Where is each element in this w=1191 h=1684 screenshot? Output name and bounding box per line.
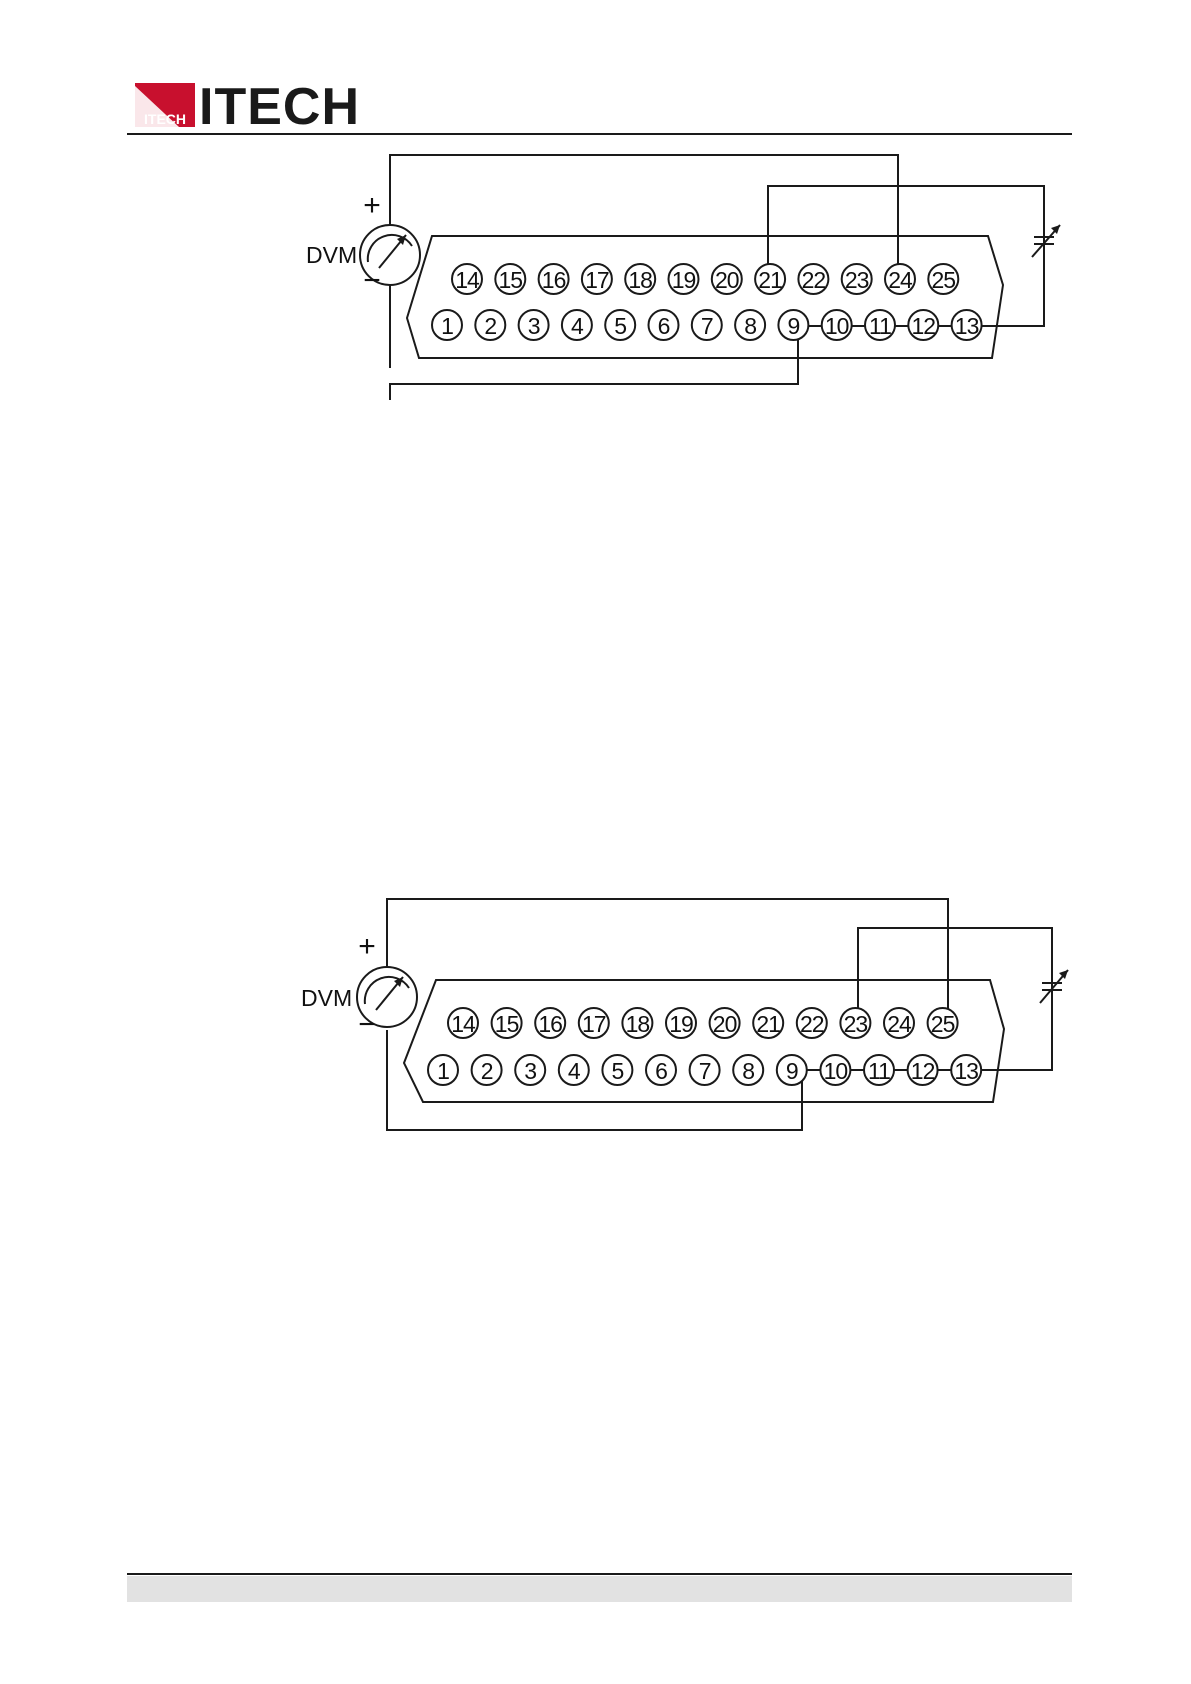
pin-21-label: 21: [756, 1011, 780, 1037]
pin-4-label: 4: [568, 1058, 581, 1084]
pin-9-label: 9: [788, 313, 800, 339]
itech-logo: ITECH ITECH: [127, 80, 387, 133]
pin-23-label: 23: [844, 1011, 868, 1037]
pin-4-label: 4: [571, 313, 584, 339]
pin-19-label: 19: [672, 267, 696, 293]
brand-name: ITECH: [199, 80, 360, 133]
pin-15-label: 15: [499, 267, 523, 293]
dvm-plus-sign: +: [363, 189, 381, 222]
pin-24-label: 24: [888, 267, 913, 293]
pin-15-label: 15: [495, 1011, 519, 1037]
pin-25-label: 25: [931, 1011, 955, 1037]
dvm-minus-sign: −: [358, 1008, 376, 1041]
pin-14-label: 14: [451, 1011, 476, 1037]
pin-24-label: 24: [887, 1011, 912, 1037]
pin-11-label: 11: [868, 1058, 890, 1084]
pin-7-label: 7: [701, 313, 713, 339]
dvm-plus-sign: +: [358, 930, 376, 963]
dvm-label: DVM: [306, 242, 357, 268]
pin-10-label: 10: [824, 1058, 848, 1084]
pin-18-label: 18: [628, 267, 652, 293]
footer-rule: [127, 1573, 1072, 1575]
pin-12-label: 12: [912, 313, 936, 339]
pin-6-label: 6: [655, 1058, 667, 1084]
pin-3-label: 3: [528, 313, 540, 339]
pin-2-label: 2: [484, 313, 496, 339]
pin-16-label: 16: [542, 267, 566, 293]
pin-17-label: 17: [582, 1011, 606, 1037]
pin-10-label: 10: [825, 313, 849, 339]
page-header: ITECH ITECH: [127, 80, 1072, 133]
dvm-label: DVM: [301, 985, 352, 1011]
pin-7-label: 7: [699, 1058, 711, 1084]
pin-19-label: 19: [669, 1011, 693, 1037]
variable-load-icon: [1032, 186, 1060, 326]
pin-20-label: 20: [715, 267, 739, 293]
pin-5-label: 5: [614, 313, 626, 339]
pin-6-label: 6: [658, 313, 670, 339]
pin-1-label: 1: [437, 1058, 449, 1084]
pin-5-label: 5: [612, 1058, 624, 1084]
pin-9-label: 9: [786, 1058, 798, 1084]
pin-14-label: 14: [455, 267, 480, 293]
pin-18-label: 18: [626, 1011, 650, 1037]
pin-22-label: 22: [802, 267, 826, 293]
pin-13-label: 13: [954, 1058, 978, 1084]
pin-11-label: 11: [869, 313, 891, 339]
pin-8-label: 8: [744, 313, 756, 339]
pin-22-label: 22: [800, 1011, 824, 1037]
footer-band: [127, 1576, 1072, 1602]
pin-25-label: 25: [932, 267, 956, 293]
pin-13-label: 13: [955, 313, 979, 339]
pin-2-label: 2: [481, 1058, 493, 1084]
pin-17-label: 17: [585, 267, 609, 293]
header-rule: [127, 133, 1072, 135]
dvm-minus-sign: −: [363, 264, 381, 297]
pin-23-label: 23: [845, 267, 869, 293]
pin-12-label: 12: [911, 1058, 935, 1084]
pin-3-label: 3: [524, 1058, 536, 1084]
pin-21-label: 21: [758, 267, 782, 293]
pin-1-label: 1: [441, 313, 453, 339]
pin-8-label: 8: [742, 1058, 754, 1084]
variable-load-icon: [1040, 928, 1068, 1070]
pin-20-label: 20: [713, 1011, 737, 1037]
logo-mark-text: ITECH: [144, 111, 186, 127]
pin-16-label: 16: [538, 1011, 562, 1037]
